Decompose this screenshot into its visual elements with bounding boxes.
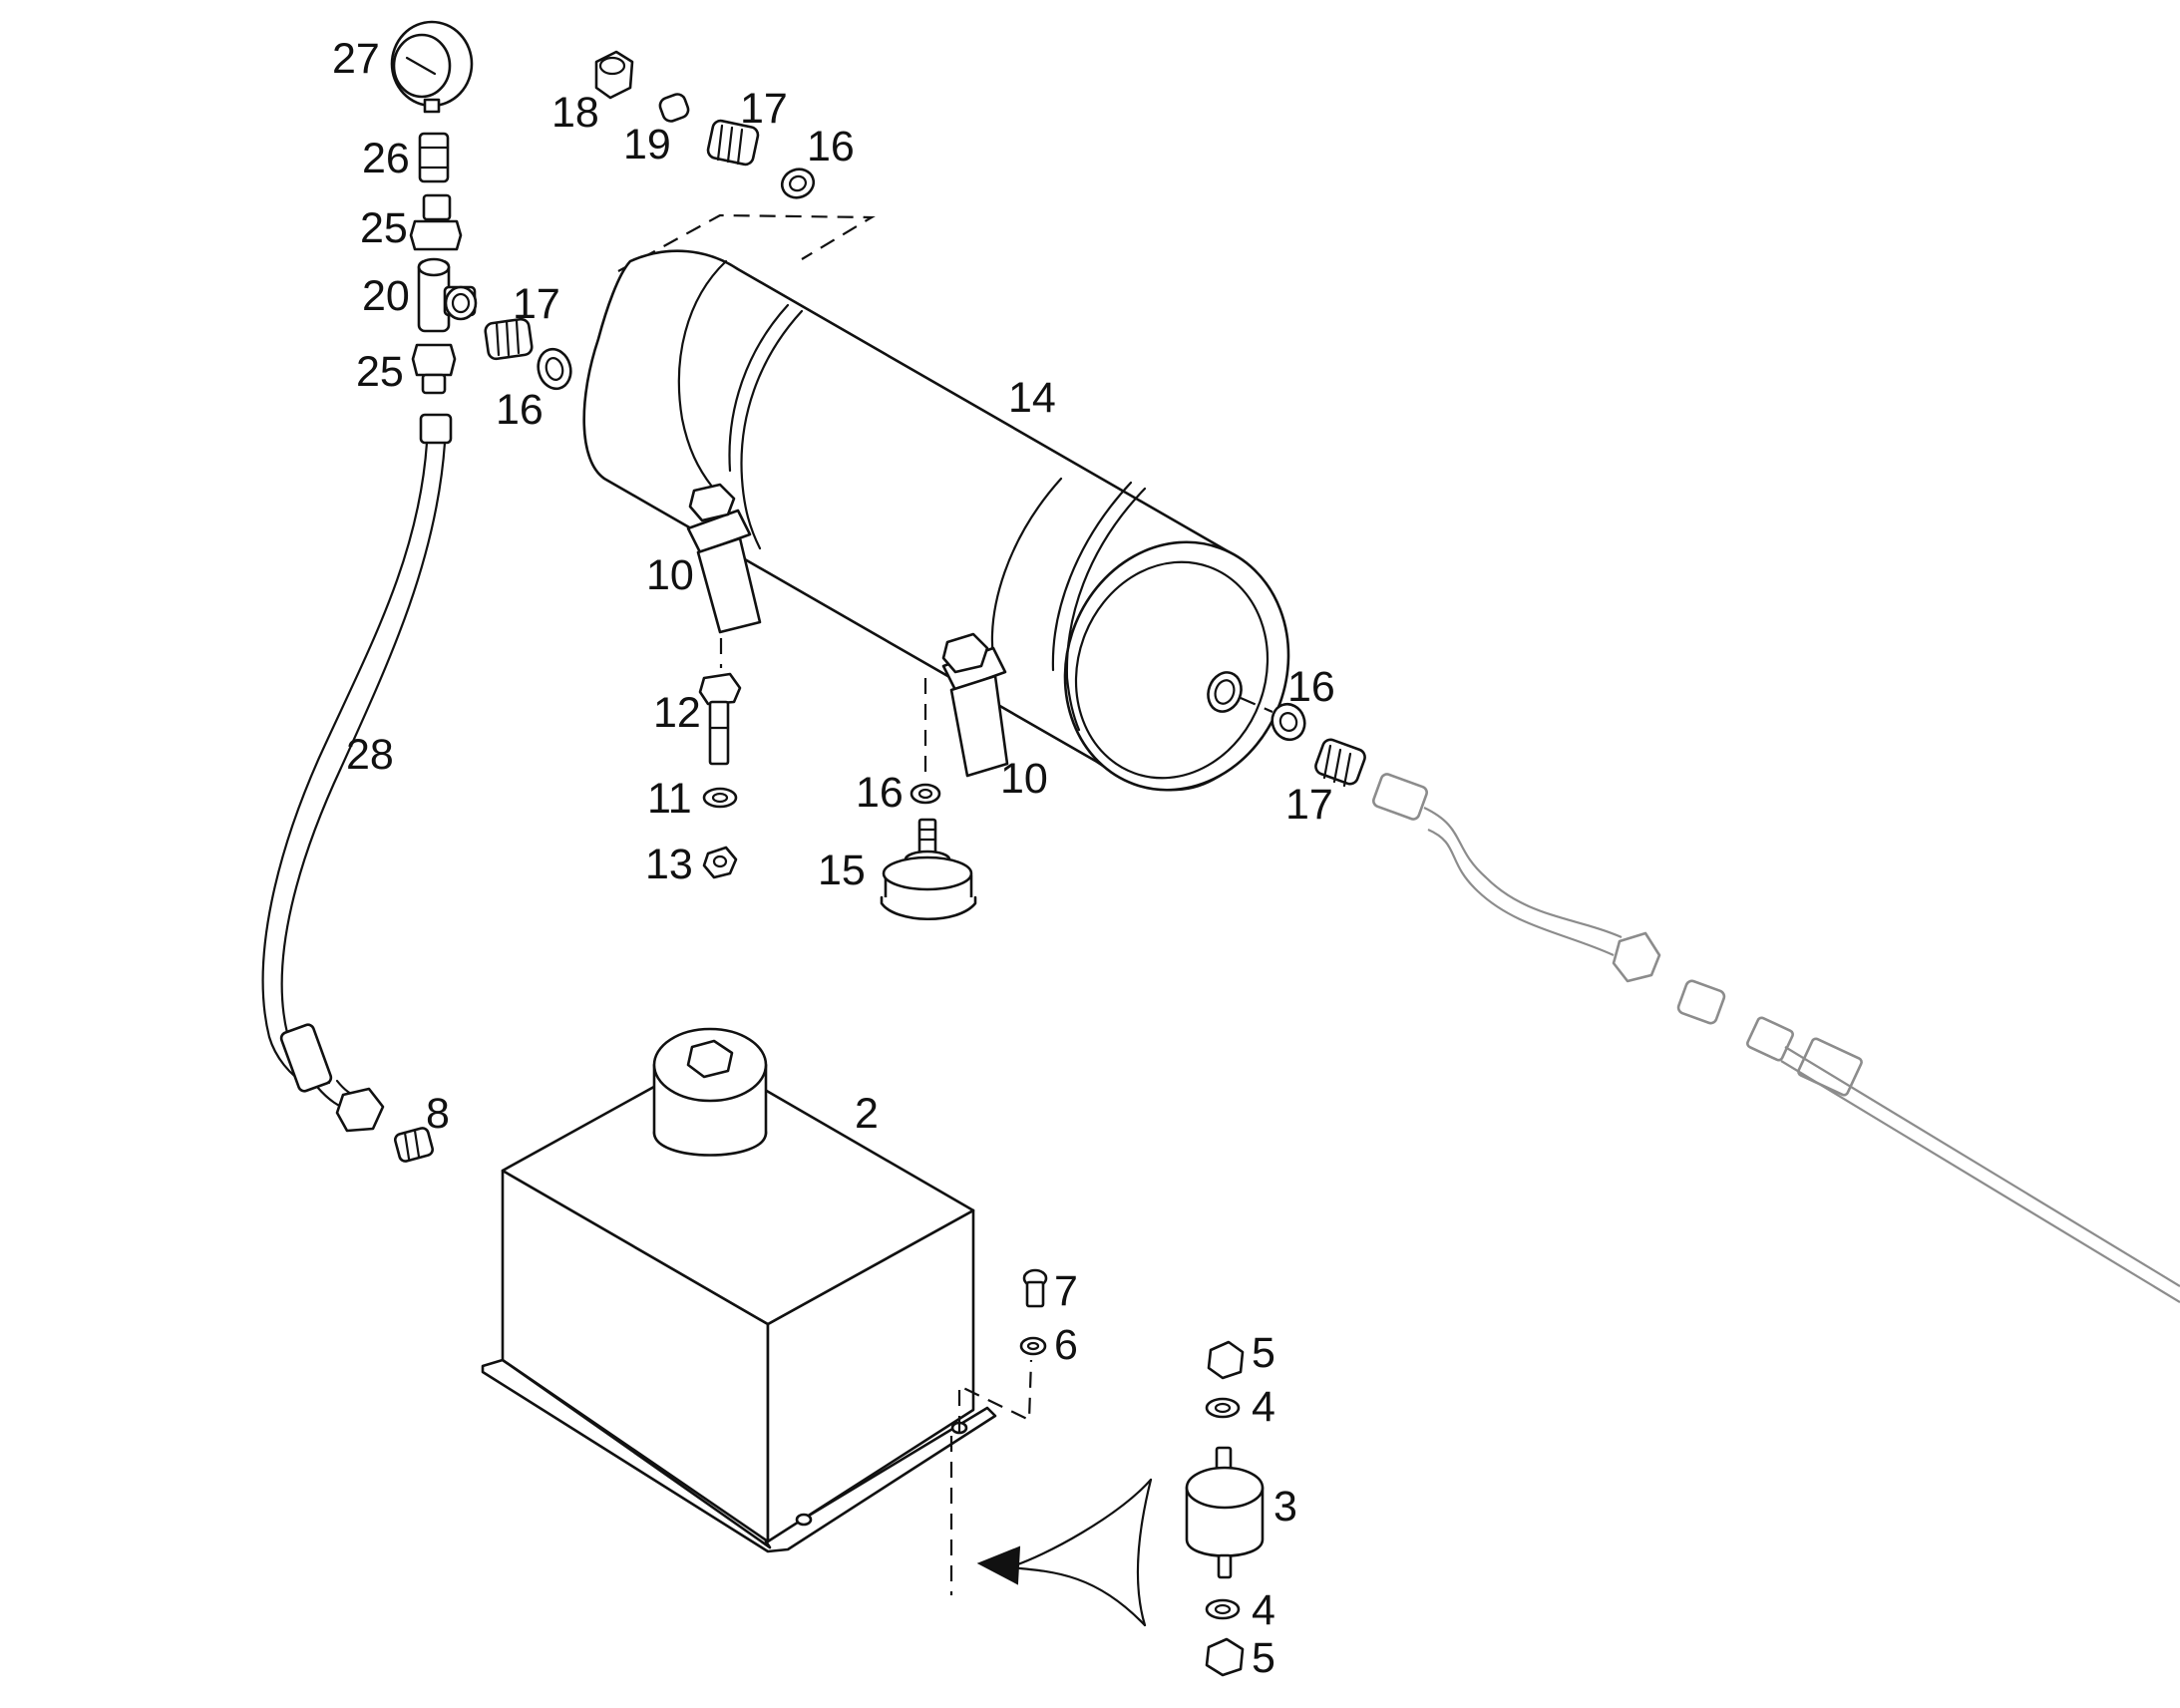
fitting-8 <box>394 1127 434 1163</box>
washer-4-lower <box>1205 1598 1241 1620</box>
washer-6 <box>1019 1336 1047 1356</box>
callout-4: 4 <box>1252 1586 1275 1634</box>
air-tank-14 <box>582 249 1290 792</box>
bolt-12 <box>698 672 742 766</box>
nut-5-upper <box>1207 1340 1245 1380</box>
bracket-10-left <box>686 483 762 634</box>
washer-16-right <box>1271 702 1306 742</box>
reservoir-box-2 <box>481 1027 997 1553</box>
washer-11 <box>702 787 738 809</box>
washer-16-left <box>537 347 572 391</box>
cap-18 <box>594 50 634 100</box>
callout-16: 16 <box>807 123 855 171</box>
callout-19: 19 <box>623 121 671 169</box>
callout-27: 27 <box>332 35 380 83</box>
nut-13 <box>702 846 738 879</box>
callout-25: 25 <box>360 204 408 252</box>
callout-labels: 27 26 25 20 25 18 19 17 16 17 16 14 10 1… <box>332 35 1335 1682</box>
fitting-25-upper <box>409 193 463 251</box>
fitting-17-right <box>1314 738 1366 788</box>
fitting-17-top <box>706 119 760 167</box>
screw-7 <box>1022 1268 1048 1308</box>
callout-10: 10 <box>646 551 694 599</box>
callout-4: 4 <box>1252 1383 1275 1431</box>
callout-12: 12 <box>653 689 701 737</box>
washer-16-top <box>780 168 816 199</box>
callout-17: 17 <box>513 280 560 328</box>
callout-14: 14 <box>1008 374 1056 422</box>
callout-6: 6 <box>1054 1321 1078 1369</box>
callout-11: 11 <box>647 775 692 823</box>
callout-13: 13 <box>645 841 693 888</box>
callout-17: 17 <box>740 85 788 133</box>
callout-25: 25 <box>356 348 404 396</box>
washer-16-bottom <box>909 783 941 805</box>
callout-15: 15 <box>818 847 866 894</box>
plug-19 <box>658 93 690 123</box>
callout-5: 5 <box>1252 1329 1275 1377</box>
callout-18: 18 <box>551 89 599 137</box>
callout-16: 16 <box>1287 663 1335 711</box>
fitting-17-left <box>484 317 534 361</box>
hose-grey <box>1372 773 2180 1303</box>
callout-28: 28 <box>346 731 394 779</box>
callout-26: 26 <box>362 135 410 182</box>
anti-vibration-mount-3 <box>1185 1446 1265 1579</box>
callout-5: 5 <box>1252 1634 1275 1682</box>
callout-20: 20 <box>362 272 410 320</box>
location-arrow <box>976 1478 1153 1627</box>
drain-valve-15 <box>880 818 977 920</box>
tee-fitting-20 <box>417 257 478 333</box>
callout-16: 16 <box>496 386 544 434</box>
pressure-gauge <box>390 20 474 114</box>
hose-28 <box>261 413 453 1133</box>
callout-7: 7 <box>1054 1267 1078 1315</box>
callout-16: 16 <box>856 769 904 817</box>
callout-3: 3 <box>1273 1483 1297 1531</box>
bracket-10-right <box>941 632 1009 778</box>
adapter-26 <box>418 132 450 183</box>
callout-10: 10 <box>1000 755 1048 803</box>
nut-5-lower <box>1205 1637 1245 1677</box>
callout-17: 17 <box>1285 781 1333 829</box>
callout-2: 2 <box>855 1090 879 1138</box>
fitting-25-lower <box>411 343 457 395</box>
washer-4-upper <box>1205 1397 1241 1419</box>
callout-8: 8 <box>426 1090 450 1138</box>
